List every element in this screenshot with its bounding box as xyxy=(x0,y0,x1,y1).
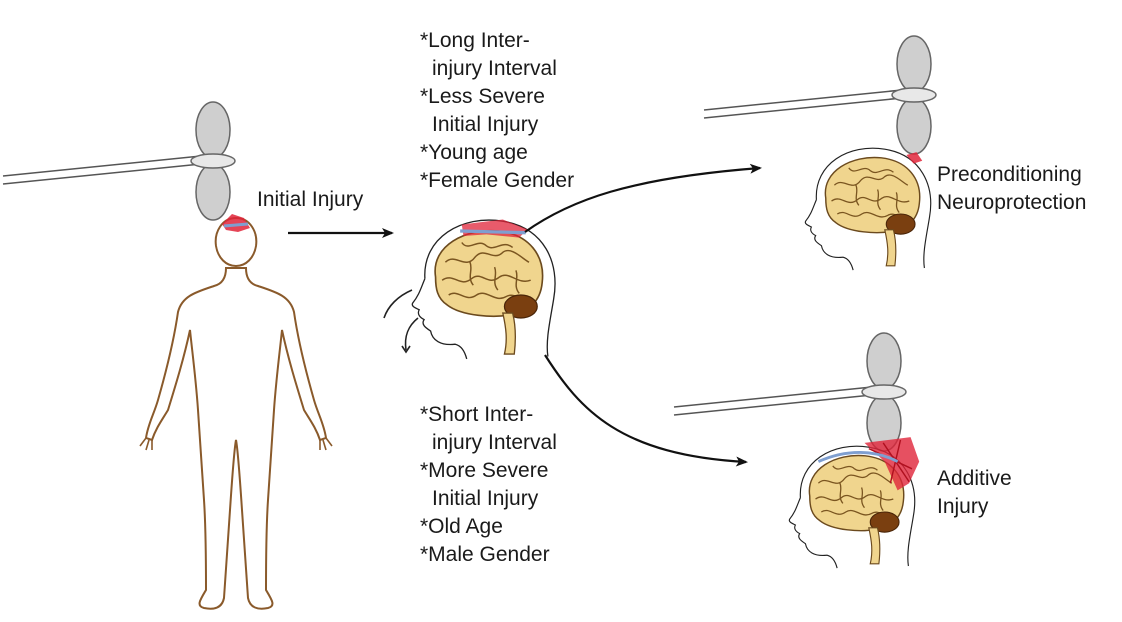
factor-line: Initial Injury xyxy=(432,113,539,136)
additive-line-1: Additive xyxy=(937,467,1012,490)
adverse-factors-list: *Short Inter- injury Interval *More Seve… xyxy=(420,401,557,569)
preconditioning-label: Preconditioning Neuroprotection xyxy=(937,161,1086,217)
factor-line: *Long Inter- xyxy=(420,29,530,52)
preconditioning-brain-head xyxy=(804,147,932,271)
motion-arc-icon xyxy=(383,289,413,319)
factor-line: *Less Severe xyxy=(420,85,545,108)
favorable-factors-list: *Long Inter- injury Interval *Less Sever… xyxy=(420,27,574,195)
additive-line-2: Injury xyxy=(937,495,989,518)
factor-line: *More Severe xyxy=(420,459,549,482)
initial-injury-label: Initial Injury xyxy=(257,188,364,211)
preconditioning-line-1: Preconditioning xyxy=(937,163,1082,186)
additive-brain-head xyxy=(788,437,920,569)
preconditioning-line-2: Neuroprotection xyxy=(937,191,1087,214)
second-hammer-top xyxy=(703,35,937,155)
factor-line: *Female Gender xyxy=(420,169,575,192)
factor-line: *Short Inter- xyxy=(420,403,534,426)
additive-injury-label: Additive Injury xyxy=(937,465,1012,521)
arrow-to-preconditioning xyxy=(524,163,762,233)
arrow-to-additive xyxy=(544,354,748,467)
factor-line: Initial Injury xyxy=(432,487,539,510)
factor-line: injury Interval xyxy=(432,431,557,454)
factor-line: *Young age xyxy=(420,141,528,164)
motion-arc-icon-2 xyxy=(404,317,419,351)
initial-hammer xyxy=(2,101,236,221)
factor-line: injury Interval xyxy=(432,57,557,80)
factor-line: *Male Gender xyxy=(420,543,550,566)
central-brain-head xyxy=(411,219,556,360)
human-body xyxy=(139,214,333,610)
second-hammer-bottom xyxy=(673,332,907,452)
factor-line: *Old Age xyxy=(420,515,503,538)
